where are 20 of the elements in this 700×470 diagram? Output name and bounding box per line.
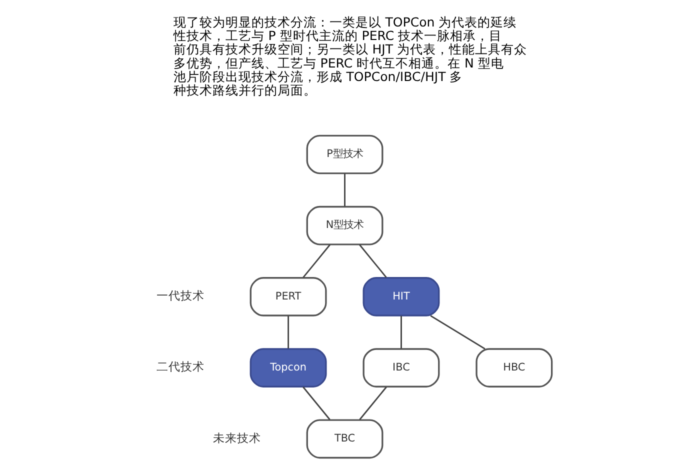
connector <box>359 244 387 278</box>
label: 一代技术 <box>156 288 205 303</box>
connector <box>344 174 346 206</box>
label: 现了较为明显的技术分流：一类是以 TOPCon 为代表的延续性技术，工艺与 P 型时代主流的 PERC 技术一脉相承，目前仍具有技术升级空间；另一类以 HJT 为代表，性能上具有众多优势，但产线、工艺与 PERC 时代互不相通。在 N 型电池片阶段出现技术分流，形成 TOPCon/IBC/HJT 多种技术路线并行的局面。 <box>173 14 528 98</box>
connector <box>302 386 330 420</box>
node-box: HBC <box>476 348 553 388</box>
label: 未来技术 <box>213 430 262 445</box>
label: 二代技术 <box>156 360 205 374</box>
node-box: HIT <box>362 277 440 316</box>
node-box: Topcon <box>250 348 327 388</box>
node-box: TBC <box>306 419 384 459</box>
node-box: N型技术 <box>306 206 384 246</box>
connector <box>359 386 387 420</box>
connector <box>302 244 330 278</box>
connector <box>288 316 290 348</box>
node-box: PERT <box>250 277 327 316</box>
connector <box>400 316 402 348</box>
node-box: P型技术 <box>306 134 384 174</box>
connector <box>430 315 486 350</box>
node-box: IBC <box>362 348 440 388</box>
